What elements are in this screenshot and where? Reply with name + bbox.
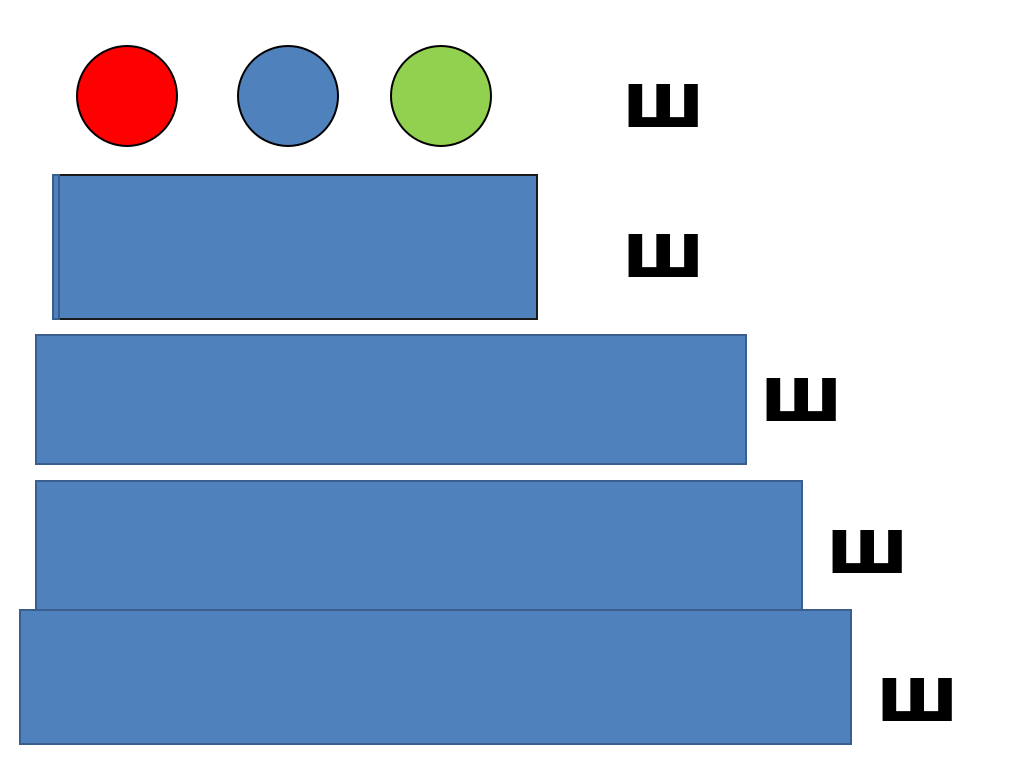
letter-label-2: ш xyxy=(622,206,705,296)
bar-3 xyxy=(35,480,803,612)
bar-1-left-edge xyxy=(52,174,60,320)
letter-label-1: ш xyxy=(622,56,705,146)
blue-circle xyxy=(237,45,339,147)
bar-1 xyxy=(52,174,538,320)
letter-label-5: ш xyxy=(876,650,959,740)
letter-label-4: ш xyxy=(826,502,909,592)
letter-label-3: ш xyxy=(760,350,843,440)
green-circle xyxy=(390,45,492,147)
bar-2 xyxy=(35,334,747,465)
red-circle xyxy=(76,45,178,147)
bar-4 xyxy=(19,609,852,745)
